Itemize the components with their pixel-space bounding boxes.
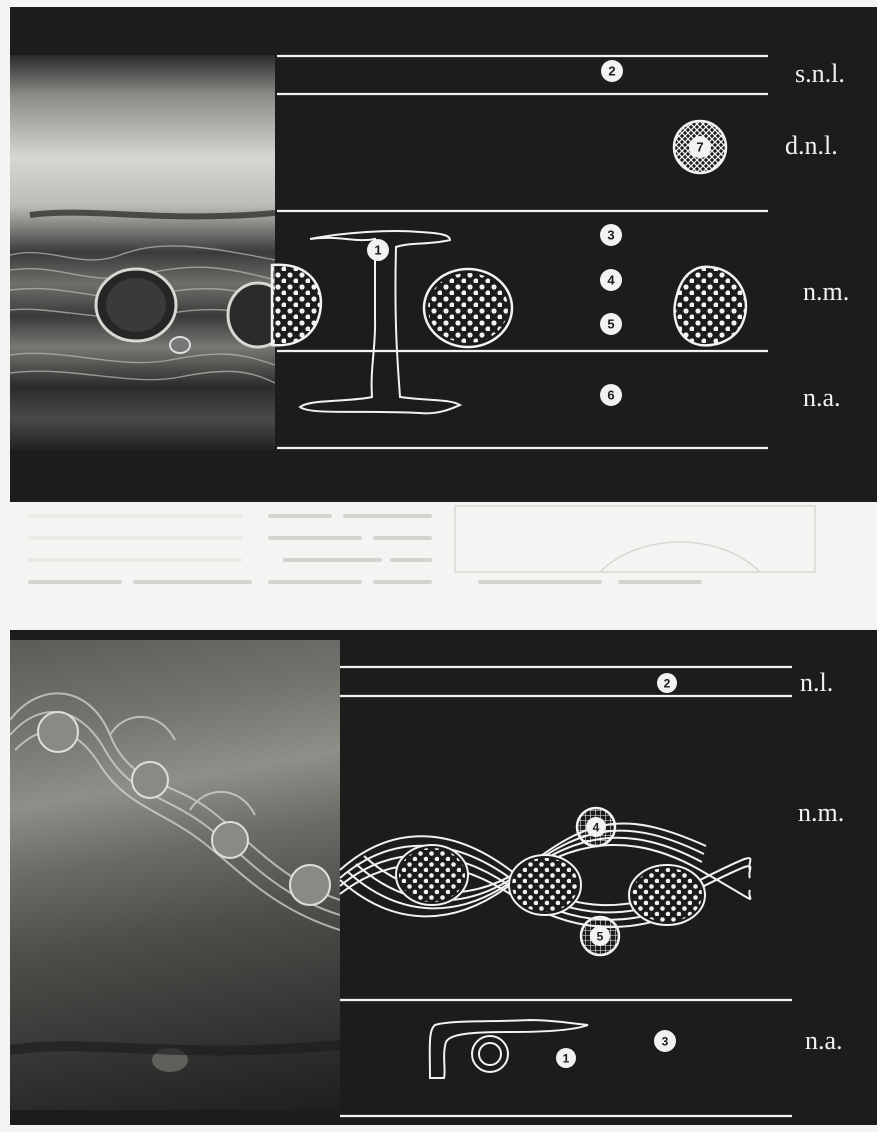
top-plate: 2 7 1 3 4 5 6 s.n.l. d.n.l. n.m. n.a. bbox=[10, 7, 877, 502]
top-layer-label-dnl: d.n.l. bbox=[785, 133, 838, 159]
bottom-marker-3: 3 bbox=[662, 1035, 669, 1049]
bleed-through-strip bbox=[0, 502, 877, 630]
top-marker-1: 1 bbox=[374, 243, 381, 258]
top-marker-2: 2 bbox=[608, 64, 615, 79]
top-marker-5: 5 bbox=[607, 317, 614, 332]
bottom-plate: 2 4 5 1 3 n.l. n.m. n.a. bbox=[10, 630, 877, 1125]
top-marker-circles bbox=[367, 60, 711, 406]
bottom-layer-label-nm: n.m. bbox=[798, 800, 844, 826]
top-marker-4: 4 bbox=[607, 273, 615, 288]
top-marker-3: 3 bbox=[607, 228, 614, 243]
top-layer-lines bbox=[277, 56, 768, 448]
bottom-diagram: 2 4 5 1 3 bbox=[10, 630, 877, 1125]
top-marker-6: 6 bbox=[607, 388, 614, 403]
top-layer-label-snl: s.n.l. bbox=[795, 61, 845, 87]
bottom-marker-5: 5 bbox=[597, 930, 604, 944]
top-layer-label-na: n.a. bbox=[803, 385, 841, 411]
top-layer-label-nm: n.m. bbox=[803, 279, 849, 305]
bottom-layer-label-nl: n.l. bbox=[800, 670, 833, 696]
top-marker-7: 7 bbox=[696, 140, 703, 155]
bottom-marker-4: 4 bbox=[593, 821, 600, 835]
bottom-layer-label-na: n.a. bbox=[805, 1028, 843, 1054]
top-diagram: 2 7 1 3 4 5 6 bbox=[10, 7, 877, 502]
bottom-marker-1: 1 bbox=[563, 1052, 570, 1066]
bottom-marker-2: 2 bbox=[664, 677, 671, 691]
